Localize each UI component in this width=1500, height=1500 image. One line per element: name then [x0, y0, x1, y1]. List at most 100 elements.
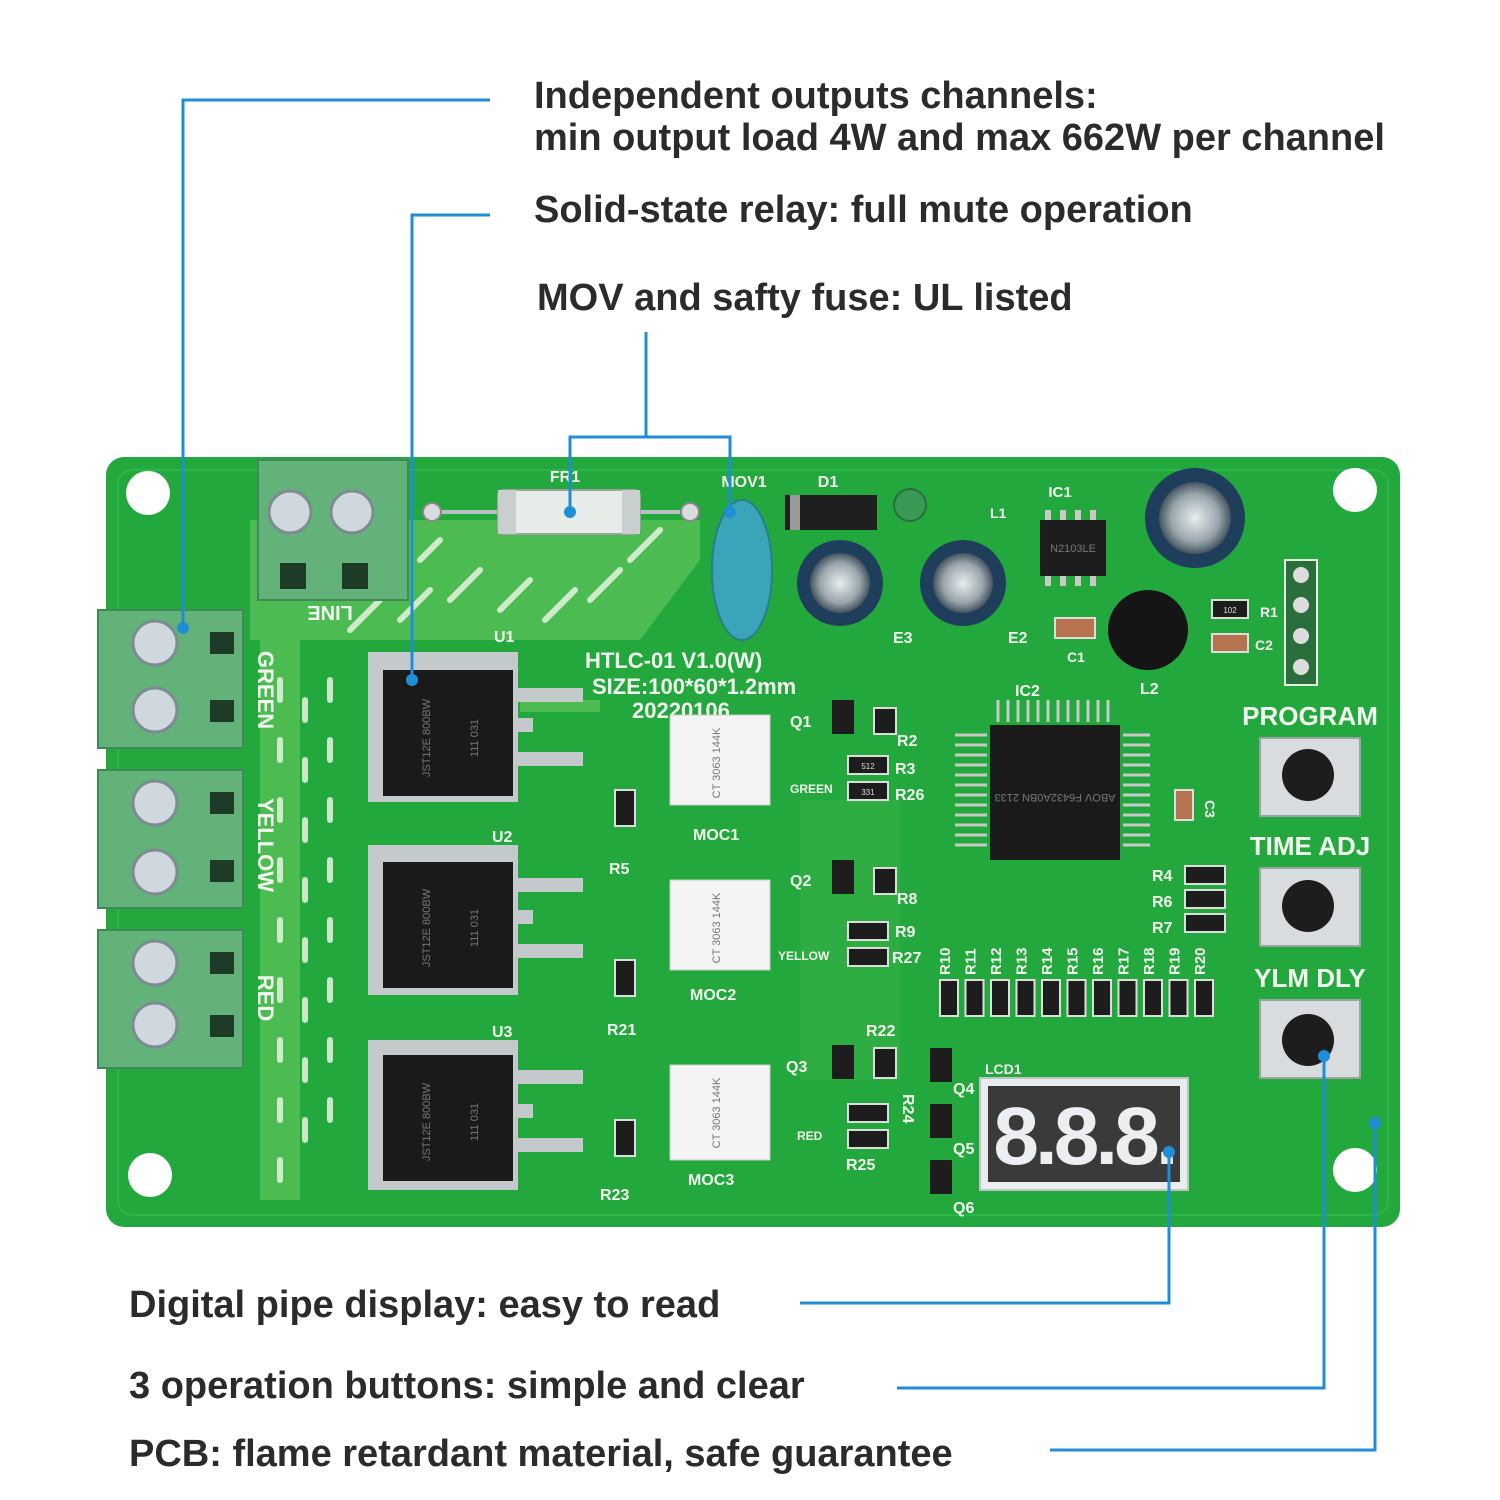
mov-label: MOV1	[721, 474, 766, 491]
res-row-label: R19	[1167, 947, 1184, 975]
led-yellow-label: YELLOW	[778, 949, 830, 963]
lcd-label: LCD1	[985, 1061, 1022, 1077]
mcu-mark: ABOV F6432A0BN 2133	[994, 791, 1115, 803]
r9-label: R9	[895, 924, 916, 941]
cap-c1-label: C1	[1067, 649, 1085, 665]
time-adj-button-group: TIME ADJ	[1250, 831, 1370, 947]
res-row-label: R17	[1116, 947, 1133, 975]
r23-label: R23	[600, 1187, 629, 1204]
r26-mark: 331	[861, 788, 875, 797]
diode-label: D1	[818, 474, 839, 491]
res-row-label: R12	[988, 947, 1005, 975]
r6-label: R6	[1152, 894, 1173, 911]
r3-mark: 512	[861, 762, 875, 771]
res-row-resistor	[1143, 979, 1163, 1017]
r27-label: R27	[892, 950, 921, 967]
silk-dashes	[277, 527, 663, 1183]
mcu-ic2: IC2 ABOV F6432A0BN 2133 C3	[955, 683, 1218, 860]
triac-u3: U3 JST12E 800BW 111 031	[368, 1024, 583, 1190]
callout-outputs-line1: Independent outputs channels:	[534, 75, 1098, 117]
board-size: SIZE:100*60*1.2mm	[592, 674, 796, 699]
q6-label: Q6	[953, 1200, 974, 1217]
callout-buttons: 3 operation buttons: simple and clear	[129, 1365, 805, 1407]
q3-label: Q3	[786, 1059, 807, 1076]
callout-leader-lines	[181, 98, 1377, 1452]
res-row-resistor	[1041, 979, 1061, 1017]
q1-label: Q1	[790, 714, 811, 731]
q2-label: Q2	[790, 873, 811, 890]
cap-c1	[1054, 617, 1096, 639]
program-button-label: PROGRAM	[1242, 701, 1378, 731]
c2-label: C2	[1255, 637, 1273, 653]
r24-label: R24	[899, 1094, 916, 1123]
inductor-l1	[893, 488, 927, 522]
pcb-board	[106, 457, 1400, 1227]
moc2-label: MOC2	[690, 987, 736, 1004]
ic1-mark: N2103LE	[1050, 543, 1096, 555]
mov: MOV1	[711, 474, 773, 641]
u3-code: 111 031	[469, 1103, 481, 1141]
r5-label: R5	[609, 861, 630, 878]
res-row-label: R20	[1192, 947, 1209, 975]
cap-e3-label: E3	[893, 630, 913, 647]
board-model: HTLC-01 V1.0(W)	[585, 648, 762, 673]
callout-outputs-line2: min output load 4W and max 662W per chan…	[534, 117, 1385, 159]
triac-u1: U1 JST12E 800BW 111 031	[368, 629, 583, 802]
res-row-resistor	[1015, 979, 1036, 1017]
u2-label: U2	[492, 829, 513, 846]
fuse-label: FR1	[550, 469, 580, 486]
u1-code: 111 031	[469, 719, 481, 757]
r25-label: R25	[846, 1157, 875, 1174]
c3-label: C3	[1202, 800, 1218, 818]
u3-label: U3	[492, 1024, 513, 1041]
optocoupler-moc2: CT 3063 144K MOC2 R21	[607, 879, 771, 1039]
res-row-label: R10	[937, 947, 954, 975]
time-adj-button-label: TIME ADJ	[1250, 831, 1370, 861]
r21-label: R21	[607, 1022, 636, 1039]
callout-pcb: PCB: flame retardant material, safe guar…	[129, 1433, 953, 1475]
terminal-yellow: YELLOW	[97, 769, 278, 909]
callout-leader-dots	[177, 506, 1381, 1158]
seven-segment-display: 8.8.8.	[979, 1077, 1189, 1191]
callout-mov-fuse: MOV and safty fuse: UL listed	[537, 277, 1073, 319]
r2-label: R2	[897, 733, 918, 750]
res-row-label: R16	[1090, 947, 1107, 975]
r26-label: R26	[895, 787, 924, 804]
moc2-mark: CT 3063 144K	[711, 892, 723, 963]
capacitor-big	[1145, 468, 1245, 568]
res-row-label: R15	[1065, 947, 1082, 975]
r8-label: R8	[897, 891, 918, 908]
u3-mark: JST12E 800BW	[421, 1082, 433, 1161]
callout-relay: Solid-state relay: full mute operation	[534, 189, 1193, 231]
terminal-yellow-label: YELLOW	[253, 798, 278, 892]
terminal-line-label: LINE	[307, 601, 353, 623]
res-row-resistor	[1194, 979, 1214, 1017]
r3-label: R3	[895, 761, 916, 778]
optocoupler-moc3: CT 3063 144K MOC3 R23	[600, 1064, 771, 1204]
l2-label: L2	[1140, 681, 1159, 698]
res-r1	[1211, 599, 1249, 619]
res-row-resistor	[964, 979, 985, 1017]
q4-label: Q4	[953, 1081, 974, 1098]
ic1-chip: IC1 N2103LE	[1040, 484, 1106, 586]
channel-3-smd: R22 Q3 RED R25 R24	[786, 1023, 916, 1174]
cap-e2-label: E2	[1008, 630, 1028, 647]
r7-label: R7	[1152, 920, 1173, 937]
callout-display: Digital pipe display: easy to read	[129, 1284, 721, 1326]
display-digits: 8.8.8.	[993, 1091, 1174, 1182]
inductor-l2: L2	[1108, 590, 1188, 698]
r1-label: R1	[1260, 604, 1278, 620]
terminal-line: LINE	[257, 459, 409, 623]
res-row-label: R11	[963, 948, 980, 975]
res-row-resistor	[1066, 979, 1087, 1017]
res-row-resistor	[939, 979, 959, 1017]
capacitor-e3: E3	[797, 540, 913, 647]
moc1-label: MOC1	[693, 827, 739, 844]
u1-label: U1	[494, 629, 515, 646]
u1-mark: JST12E 800BW	[421, 698, 433, 777]
terminal-green: GREEN	[97, 609, 278, 749]
ic2-label: IC2	[1015, 683, 1040, 700]
l1-label: L1	[990, 505, 1007, 521]
